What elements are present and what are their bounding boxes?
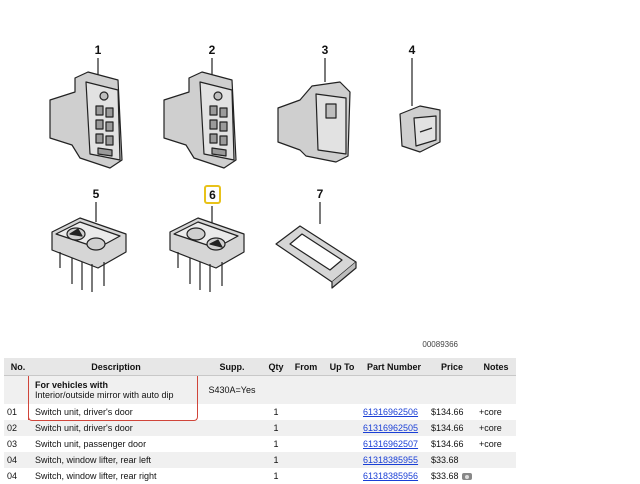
col-upto: Up To: [324, 358, 360, 376]
col-supp: Supp.: [200, 358, 264, 376]
parts-table: No. Description Supp. Qty From Up To Par…: [4, 358, 516, 484]
group-subtitle: Interior/outside mirror with auto dip: [35, 390, 174, 400]
part-number-link[interactable]: 61318385956: [363, 471, 419, 481]
figure-id: 00089366: [422, 340, 458, 349]
table-row: 02 Switch unit, driver's door 1 61316962…: [4, 420, 516, 436]
callout-labels: 1 2 3 4 5 6 7 00089366: [93, 43, 459, 349]
part-3-passenger-switch: [277, 58, 351, 163]
callout-3[interactable]: 3: [322, 43, 329, 57]
table-row: 04 Switch, window lifter, rear right 1 6…: [4, 468, 516, 484]
part-number-link[interactable]: 61316962506: [363, 407, 419, 417]
callout-7[interactable]: 7: [317, 187, 324, 201]
part-number-link[interactable]: 61316962505: [363, 423, 419, 433]
table-row: 03 Switch unit, passenger door 1 6131696…: [7, 439, 502, 449]
col-qty: Qty: [264, 358, 288, 376]
part-5-rocker-switch: [51, 202, 127, 292]
col-notes: Notes: [476, 358, 516, 376]
col-from: From: [288, 358, 324, 376]
callout-6-highlight: [204, 185, 221, 204]
part-7-bezel-frame: [275, 202, 357, 289]
part-1-switch-unit: [49, 58, 123, 169]
callout-6[interactable]: 6: [209, 188, 216, 202]
part-4-rear-switch: [399, 58, 441, 153]
callout-2[interactable]: 2: [209, 43, 216, 57]
group-title: For vehicles with: [35, 380, 109, 390]
part-number-link[interactable]: 61318385955: [363, 455, 419, 465]
parts-diagram: 1 2 3 4 5 6 7 00089366: [49, 43, 459, 349]
col-description: Description: [32, 358, 200, 376]
camera-icon[interactable]: [461, 473, 472, 481]
part-2-switch-unit: [163, 58, 237, 169]
callout-1[interactable]: 1: [95, 43, 102, 57]
part-number-link[interactable]: 61316962507: [363, 439, 419, 449]
price-value: $33.68: [431, 471, 459, 481]
group-bracket-left: [28, 376, 29, 420]
col-part-number: Part Number: [360, 358, 428, 376]
table-header-row: No. Description Supp. Qty From Up To Par…: [4, 358, 516, 376]
callout-4[interactable]: 4: [409, 43, 416, 57]
group-supp: S430A=Yes: [200, 375, 264, 404]
col-no: No.: [4, 358, 32, 376]
table-row: 04 Switch, window lifter, rear left 1 61…: [4, 452, 516, 468]
part-6-rocker-switch: [169, 206, 245, 292]
table-row: 01 Switch unit, driver's door 1 61316962…: [7, 407, 502, 417]
group-row: For vehicles with Interior/outside mirro…: [4, 375, 516, 404]
col-price: Price: [428, 358, 476, 376]
callout-5[interactable]: 5: [93, 187, 100, 201]
